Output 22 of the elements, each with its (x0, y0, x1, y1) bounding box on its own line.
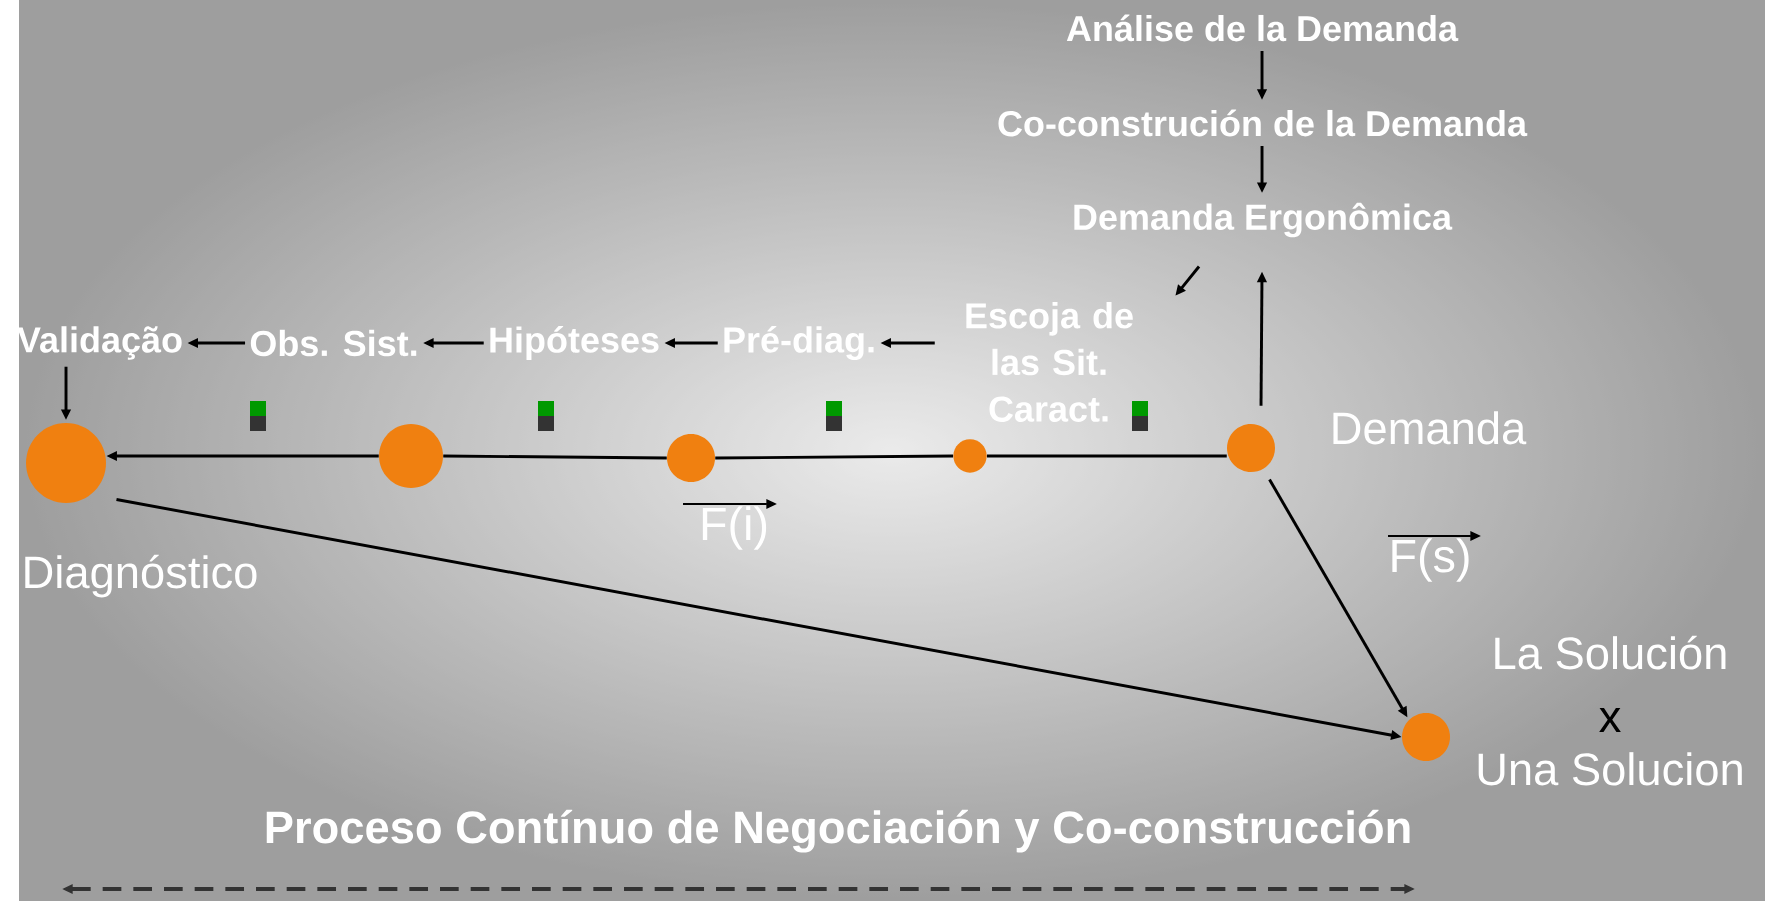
stage-circle (1227, 424, 1275, 472)
stage-caption: x (1599, 708, 1621, 732)
stage-circle (1402, 713, 1450, 761)
annotation-text: F(s) (1392, 538, 1469, 582)
step-text: Validação (17, 326, 182, 360)
connector-line (443, 454, 667, 460)
stage-circle (667, 434, 715, 482)
connector-line (986, 454, 1227, 458)
stage-caption: Una Solucion (1478, 752, 1742, 786)
stage-circle (379, 424, 443, 488)
stage-caption: La Solución (1495, 635, 1726, 670)
step-text: Co-construción de la Demanda (998, 109, 1528, 137)
step-text: Obs. Sist. (250, 329, 417, 357)
stage-caption: Demanda (1333, 411, 1527, 445)
step-text: Análise de la Demanda (1066, 14, 1459, 42)
connector-line (715, 454, 954, 460)
step-text: Demanda Ergonômica (1074, 202, 1453, 238)
annotation-text: Proceso Contínuo de Negociación y Co-construcción (266, 809, 1410, 853)
stage-circle (26, 423, 106, 503)
stage-circle (953, 439, 987, 473)
stage-caption: Diagnóstico (25, 554, 257, 598)
step-text: Hipóteses (490, 326, 659, 360)
